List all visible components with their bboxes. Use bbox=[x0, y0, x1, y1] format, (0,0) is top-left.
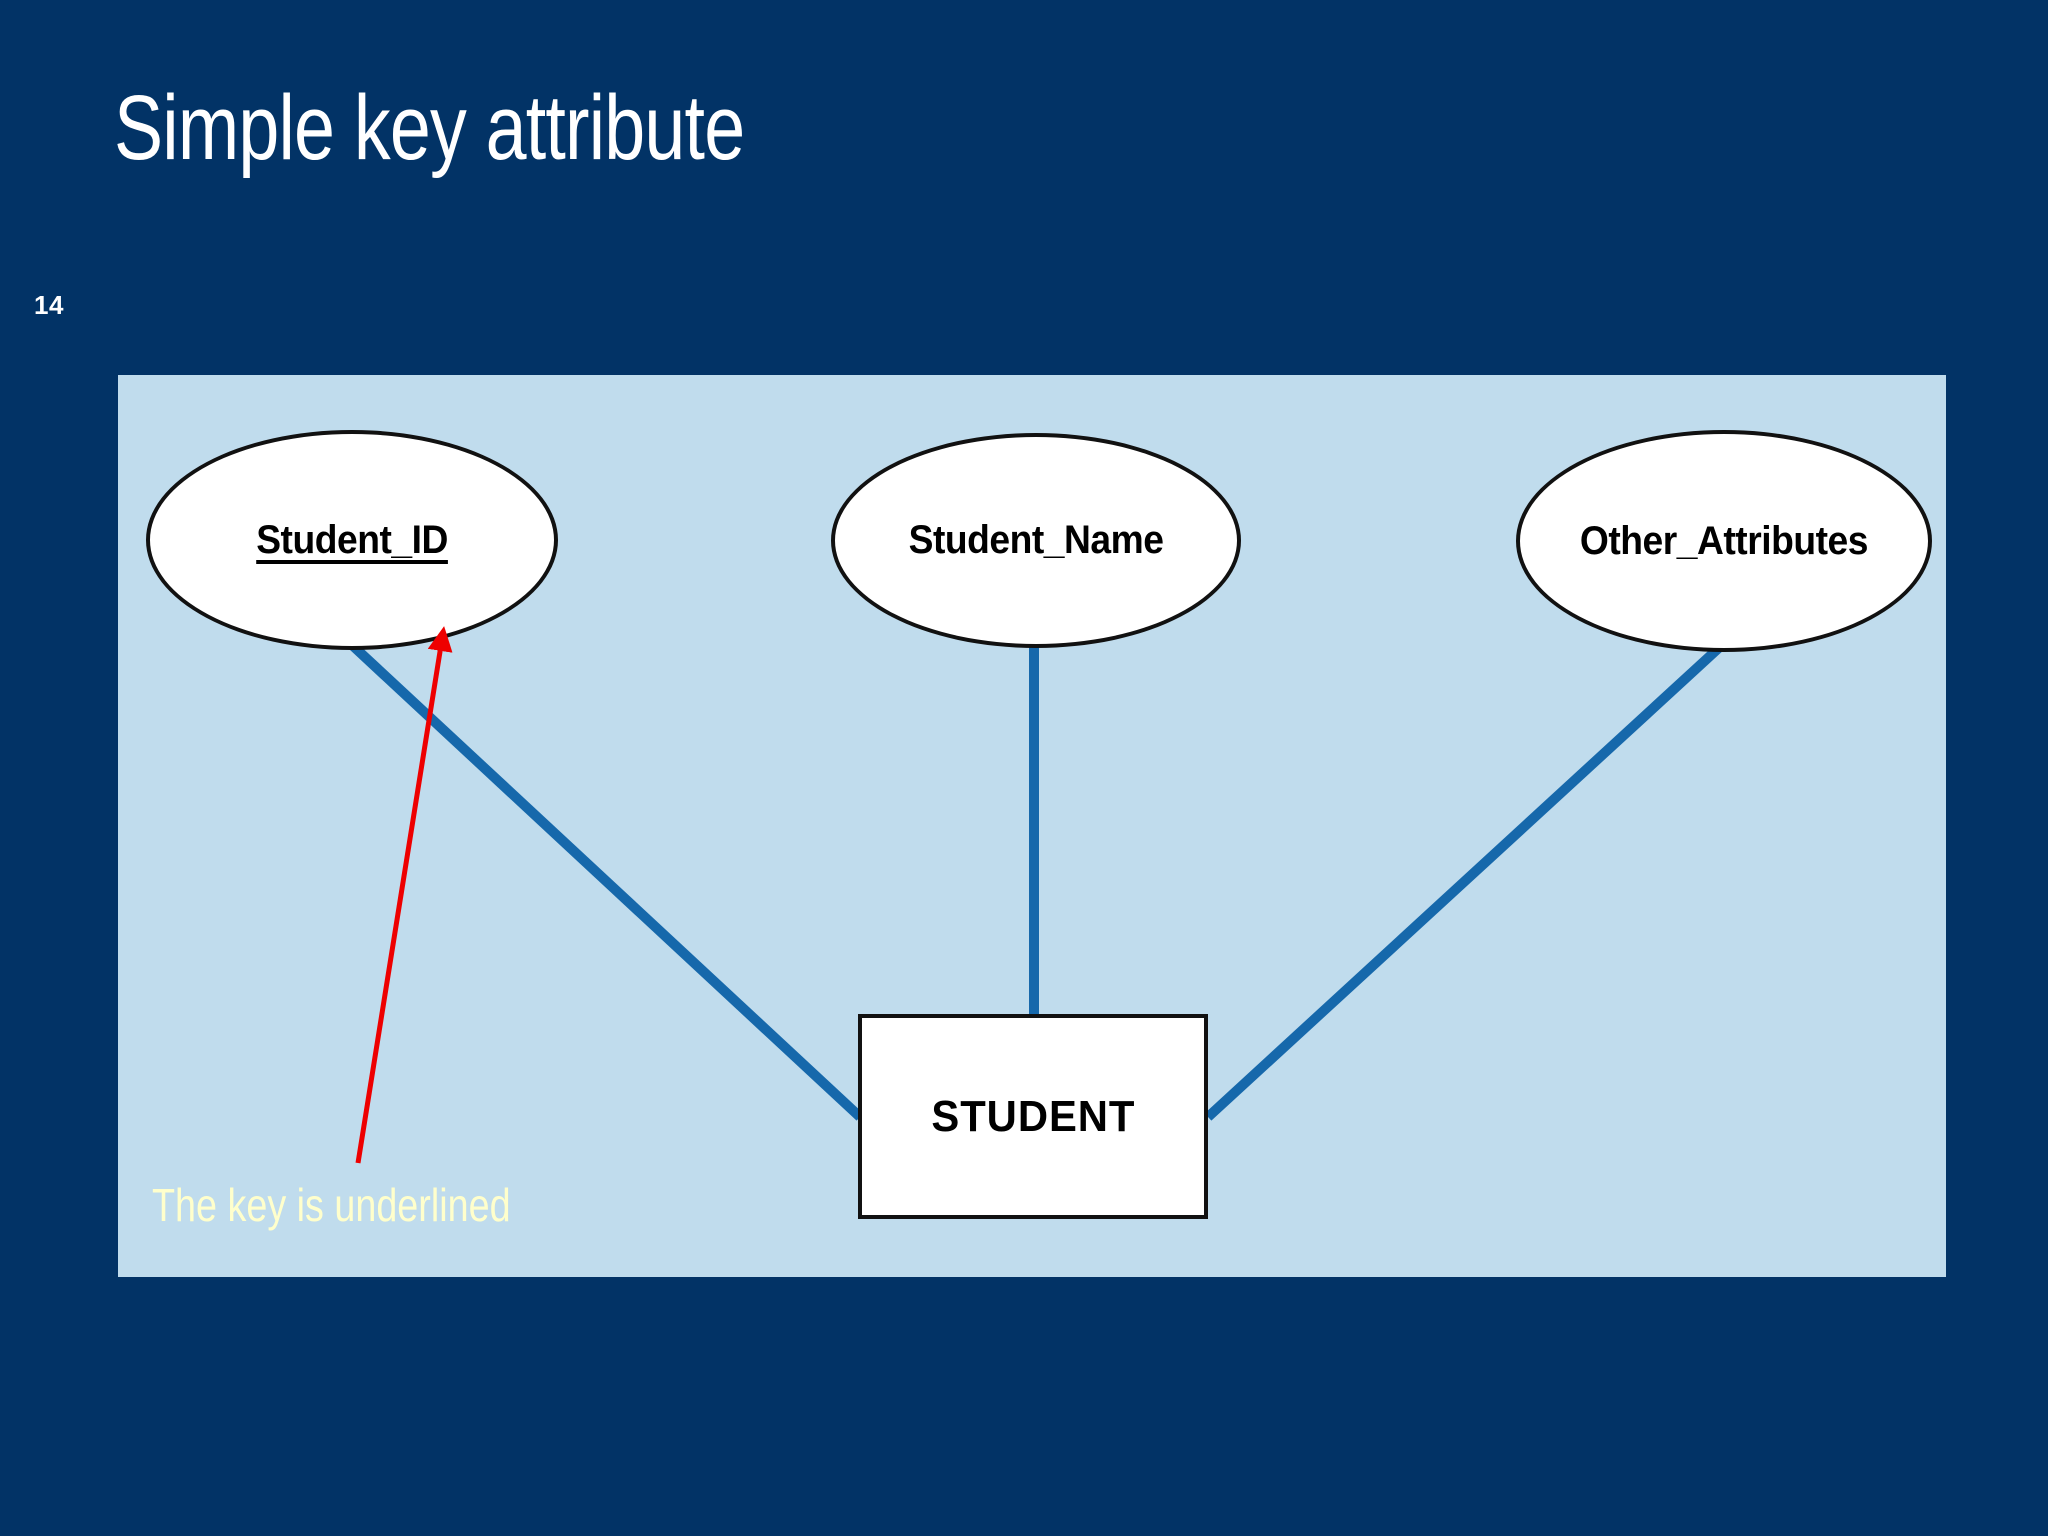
page-number: 14 bbox=[34, 290, 64, 320]
connector-lines-layer bbox=[348, 641, 1726, 1121]
er-diagram-panel: Student_ID Student_Name Other_Attributes… bbox=[118, 375, 1946, 1277]
attribute-label-other-attributes: Other_Attributes bbox=[1579, 518, 1869, 563]
key-underlined-caption: The key is underlined bbox=[152, 1179, 511, 1231]
attribute-label-student-name: Student_Name bbox=[908, 518, 1164, 562]
connector-other-attributes-to-student bbox=[1204, 641, 1726, 1121]
attribute-ellipse-other-attributes[interactable]: Other_Attributes bbox=[1516, 430, 1932, 652]
key-callout-arrow bbox=[355, 626, 453, 1164]
entity-box-student[interactable]: STUDENT bbox=[858, 1014, 1208, 1219]
page-title: Simple key attribute bbox=[114, 77, 745, 179]
connector-student-id-to-student bbox=[348, 641, 864, 1121]
attribute-ellipse-student-id[interactable]: Student_ID bbox=[146, 430, 558, 650]
attribute-ellipse-student-name[interactable]: Student_Name bbox=[831, 433, 1241, 648]
annotation-arrow-layer bbox=[355, 626, 453, 1164]
entity-label-student: STUDENT bbox=[930, 1091, 1136, 1141]
attribute-label-student-id: Student_ID bbox=[256, 517, 448, 562]
